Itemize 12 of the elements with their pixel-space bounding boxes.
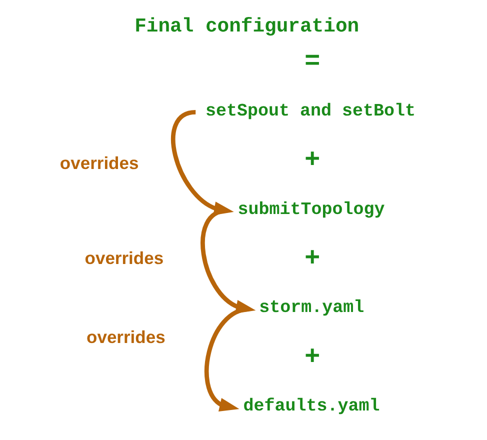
edge-label: overrides (86, 327, 165, 348)
edge-label: overrides (59, 153, 138, 174)
label: + (304, 244, 320, 274)
node-text: submitTopology (237, 200, 384, 220)
label: + (304, 145, 320, 176)
node-text: setSpout and setBolt (204, 101, 416, 122)
edge-label: overrides (84, 248, 164, 268)
node-text: defaults.yaml (242, 396, 380, 417)
label: = (304, 46, 320, 77)
node-text: storm.yaml (258, 298, 364, 318)
diagram-title: Final configuration (134, 16, 359, 38)
label: + (304, 342, 320, 372)
